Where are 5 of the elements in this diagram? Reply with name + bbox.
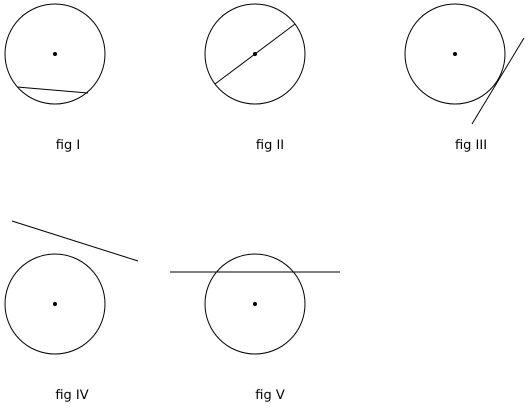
figure-caption: fig II [256, 138, 284, 154]
figure-caption: fig V [255, 388, 285, 404]
figure-caption: fig I [56, 138, 80, 154]
figure-caption: fig III [454, 138, 488, 154]
figure-caption: fig IV [55, 388, 89, 404]
